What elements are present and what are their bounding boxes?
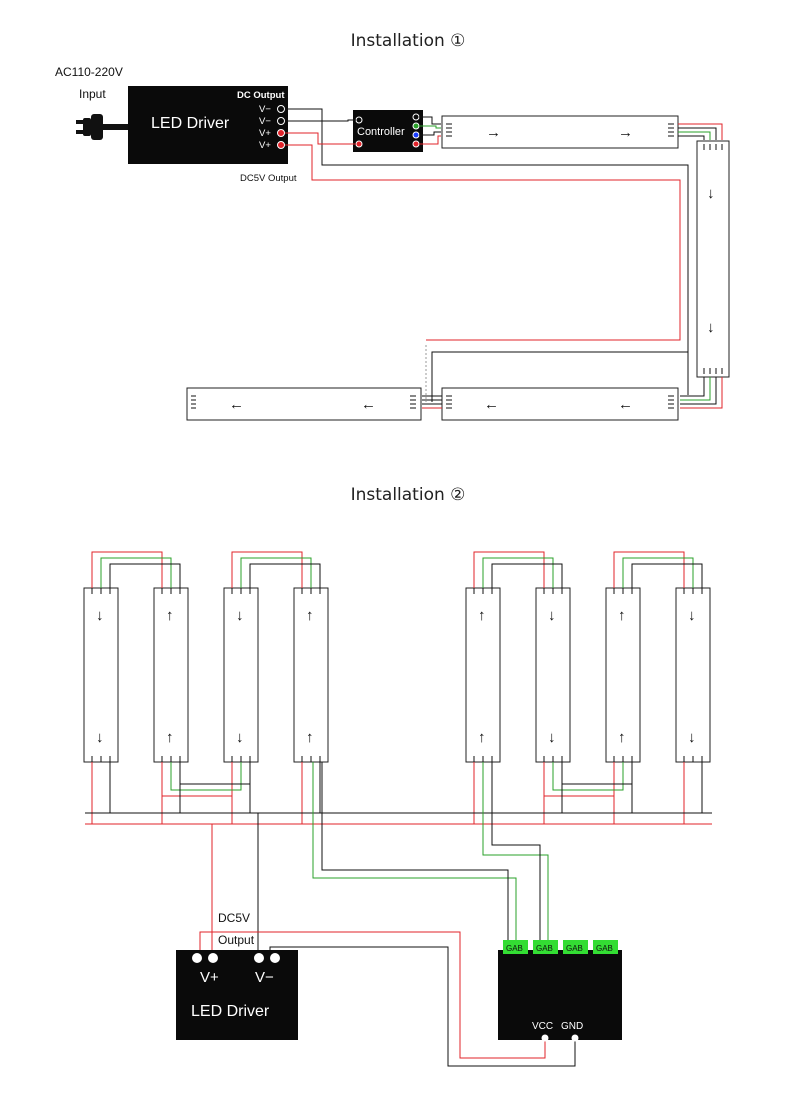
led-driver-1-label: LED Driver	[151, 115, 230, 132]
terminal-dot	[355, 140, 363, 148]
dc5v-label: DC5V	[218, 911, 250, 925]
arrow-down-icon: ↓	[236, 729, 244, 746]
terminal-dot	[192, 953, 202, 963]
arrow-up-icon: ↑	[306, 729, 314, 746]
installation-2-title: Installation ②	[351, 485, 466, 505]
terminal-vplus-1: V+	[259, 128, 271, 139]
vertical-strips: ↓↓↑↑↓↓↑↑↑↑↓↓↑↑↓↓	[83, 551, 711, 824]
strip-3: ↓↓	[223, 587, 259, 763]
arrow-left-icon: ←	[229, 396, 244, 413]
arrow-left-icon: ←	[618, 396, 633, 413]
arrow-down-icon: ↓	[548, 607, 556, 624]
port-label: GAB	[596, 944, 613, 953]
vcc-terminal	[541, 1034, 549, 1042]
controller-port: GAB	[533, 940, 558, 954]
arrow-up-icon: ↑	[618, 607, 626, 624]
arrow-up-icon: ↑	[618, 729, 626, 746]
terminal-dot	[254, 953, 264, 963]
terminal-vplus-2: V+	[259, 140, 271, 151]
arrow-down-icon: ↓	[96, 729, 104, 746]
strip-6: ↓↓	[535, 587, 571, 763]
arrow-up-icon: ↑	[478, 729, 486, 746]
vcc-label: VCC	[532, 1021, 553, 1032]
led-driver-2-label: LED Driver	[191, 1003, 270, 1020]
arrow-left-icon: ←	[361, 396, 376, 413]
terminal-dot	[277, 141, 285, 149]
arrow-down-icon: ↓	[548, 729, 556, 746]
controller-port: GAB	[593, 940, 618, 954]
arrow-up-icon: ↑	[166, 729, 174, 746]
arrow-up-icon: ↑	[166, 607, 174, 624]
input-label: Input	[79, 87, 106, 101]
vminus-label: V−	[255, 969, 274, 986]
arrow-up-icon: ↑	[478, 607, 486, 624]
power-plug-icon	[76, 114, 129, 140]
gnd-terminal	[571, 1034, 579, 1042]
terminal-dot	[412, 140, 420, 148]
terminal-dot	[355, 116, 363, 124]
dc-output-label: DC Output	[237, 90, 285, 101]
terminal-dot	[412, 122, 420, 130]
arrow-down-icon: ↓	[688, 729, 696, 746]
installation-2: Installation ② ↓↓↑↑↓↓↑↑↑↑↓↓↑↑↓↓ DC5V Out…	[83, 485, 712, 1067]
terminal-dot	[270, 953, 280, 963]
led-driver-1: DC Output LED Driver V− V− V+ V+	[128, 86, 288, 164]
arrow-down-icon: ↓	[707, 185, 715, 202]
strip-1: ↓↓	[83, 587, 119, 763]
installation-1: Installation ① AC110-220V Input DC Outpu…	[55, 31, 730, 421]
strip-2: ↓ ↓	[696, 140, 730, 378]
strip-5: ↑↑	[465, 587, 501, 763]
controller-ports: GAB GAB GAB GAB	[503, 940, 618, 954]
arrow-left-icon: ←	[484, 396, 499, 413]
gnd-label: GND	[561, 1021, 583, 1032]
strip-2: ↑↑	[153, 587, 189, 763]
arrow-up-icon: ↑	[306, 607, 314, 624]
terminal-dot	[277, 117, 285, 125]
controller-port: GAB	[503, 940, 528, 954]
terminal-dot	[412, 131, 420, 139]
terminal-dot	[277, 129, 285, 137]
arrow-right-icon: →	[618, 124, 633, 141]
strip-4: ↑↑	[293, 587, 329, 763]
strip-7: ↑↑	[605, 587, 641, 763]
terminal-dot	[277, 105, 285, 113]
terminal-dot	[208, 953, 218, 963]
controller-port: GAB	[563, 940, 588, 954]
arrow-down-icon: ↓	[236, 607, 244, 624]
controller: Controller	[353, 110, 423, 152]
controller-2: GAB GAB GAB GAB VCC GND	[498, 940, 622, 1042]
arrow-down-icon: ↓	[707, 319, 715, 336]
strip-8: ↓↓	[675, 587, 711, 763]
controller-label: Controller	[357, 126, 405, 138]
terminal-vminus-1: V−	[259, 104, 271, 115]
strip-4: ← ←	[186, 387, 422, 421]
port-label: GAB	[536, 944, 553, 953]
terminal-vminus-2: V−	[259, 116, 271, 127]
installation-1-title: Installation ①	[351, 31, 466, 51]
terminal-dot	[412, 113, 420, 121]
arrow-down-icon: ↓	[688, 607, 696, 624]
arrow-right-icon: →	[486, 124, 501, 141]
led-driver-2: V+ V− LED Driver	[176, 950, 298, 1040]
port-label: GAB	[566, 944, 583, 953]
strip-1: → →	[441, 115, 679, 149]
arrow-down-icon: ↓	[96, 607, 104, 624]
port-label: GAB	[506, 944, 523, 953]
dc5v-output-label: DC5V Output	[240, 173, 297, 184]
vplus-label: V+	[200, 969, 219, 986]
power-input-label: AC110-220V	[55, 65, 123, 79]
output-label: Output	[218, 933, 255, 947]
strip-3: ← ←	[441, 387, 679, 421]
